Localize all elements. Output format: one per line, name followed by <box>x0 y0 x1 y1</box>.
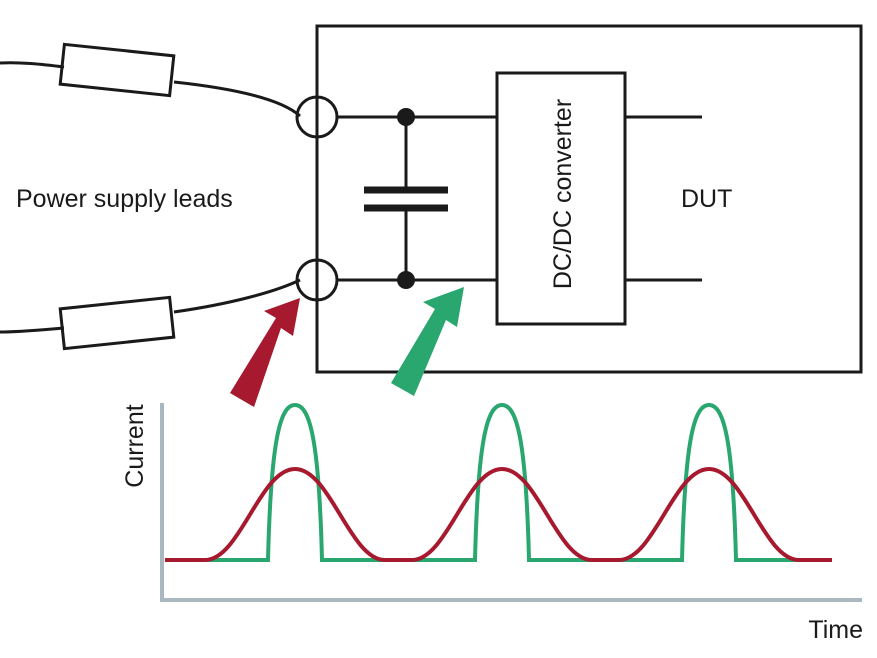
current-axis-label: Current <box>121 404 149 487</box>
time-axis-label: Time <box>808 616 863 644</box>
converter-current-waveform <box>165 402 832 562</box>
upper-lead-wire-right <box>173 80 302 118</box>
input-current-waveform <box>165 466 832 562</box>
terminal-top <box>295 95 339 139</box>
upper-lead-wire-left <box>0 61 65 69</box>
junction-dot-top <box>397 108 415 126</box>
input-current-arrow <box>230 298 300 407</box>
converter-current-arrow <box>391 287 464 396</box>
lower-lead-resistor <box>58 295 176 351</box>
lower-lead-wire-right <box>173 278 301 314</box>
converter-label: DC/DC converter <box>549 99 577 289</box>
converter-block <box>495 71 627 326</box>
upper-lead-resistor <box>58 42 176 98</box>
dut-enclosure <box>315 24 863 374</box>
junction-dot-bottom <box>397 271 415 289</box>
terminal-bottom <box>295 258 339 302</box>
power-supply-leads-label: Power supply leads <box>16 185 233 213</box>
lower-lead-wire-left <box>0 326 65 334</box>
dut-label: DUT <box>681 185 732 213</box>
